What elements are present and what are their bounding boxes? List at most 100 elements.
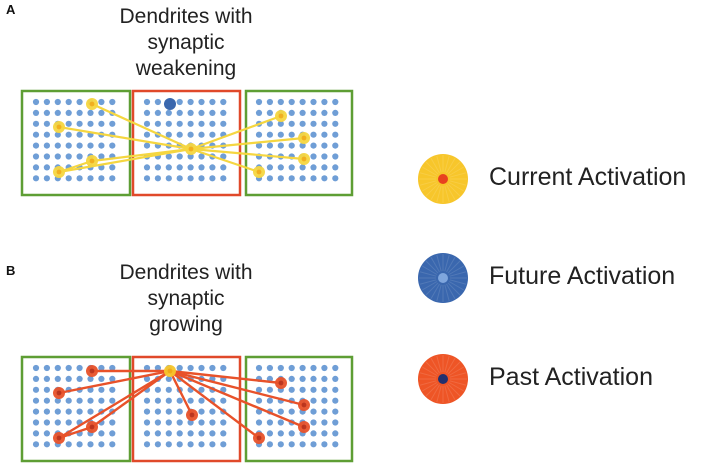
neuron-dot [54,109,61,116]
neuron-dot [288,98,295,106]
current-activation-neuron-core [56,169,62,175]
neuron-dot [109,397,116,404]
current-activation-icon-ray [449,180,467,186]
past-activation-icon-ray [449,380,467,386]
neuron-dot [54,408,61,415]
neuron-dot [332,153,339,160]
future-activation-icon-ray [430,283,440,300]
current-activation-neuron-core [89,101,95,107]
neuron-dot [154,109,161,116]
neuron-dot [209,120,216,127]
neuron-dot [310,386,317,393]
neuron-dot [332,120,339,127]
panel-b-caption-line-2: synaptic [147,287,225,310]
current-activation-icon-ray [436,155,442,173]
neuron-dot [220,98,227,106]
neuron-dot [43,175,51,182]
neuron-dot [109,441,116,448]
neuron-dot [176,441,183,448]
neuron-dot [43,430,51,437]
panel-a-caption-line-3: weakening [135,57,237,80]
neuron-dot [143,175,151,182]
past-activation-icon-ray [444,385,450,403]
neuron-dot [288,375,295,382]
current-activation-icon-ray [449,172,467,178]
current-activation-icon-ray [448,182,465,192]
past-activation-icon-ray [449,372,467,378]
past-activation-icon-ray [421,382,438,392]
neuron-dot [54,419,61,426]
neuron-dot [154,98,161,106]
neuron-dot [43,375,51,382]
neuron-dot [187,98,194,106]
neuron-dot [220,430,227,437]
neuron-dot [165,441,172,448]
neuron-dot [154,364,161,372]
neuron-dot [266,175,273,182]
neuron-dot [321,386,328,393]
past-activation-neuron-core [89,424,95,430]
panel-a-left-column-frame [20,89,132,197]
neuron-dot [332,364,339,372]
neuron-dot [32,397,40,404]
neuron-dot [32,120,40,127]
neuron-dot [209,441,216,448]
future-activation-icon-ray [447,260,461,274]
neuron-dot [299,120,306,127]
neuron-dot [255,142,263,149]
neuron-dot [321,131,328,138]
neuron-dot [43,419,51,426]
neuron-dot [321,375,328,382]
current-activation-icon-ray [444,155,450,173]
neuron-dot [288,175,295,182]
neuron-dot [65,120,72,127]
neuron-dot [288,386,295,393]
neuron-dot [332,375,339,382]
neuron-dot [209,364,216,372]
past-activation-neuron-core [56,390,62,396]
neuron-dot [310,98,317,106]
neuron-dot [220,120,227,127]
current-activation-icon-ray [421,166,438,176]
neuron-dot [266,109,273,116]
weakening-dendrite-line [190,147,260,174]
neuron-dot [310,175,317,182]
growing-dendrite-line [169,369,282,385]
future-activation-icon-ray [436,284,442,302]
neuron-dot [165,397,172,404]
neuron-dot [332,397,339,404]
neuron-dot [143,109,151,116]
neuron-dot [321,397,328,404]
neuron-dot [321,364,328,372]
past-activation-neuron-core [89,368,95,374]
neuron-dot [176,109,183,116]
neuron-dot [321,142,328,149]
neuron-dot [32,153,40,160]
neuron-dot [299,164,306,171]
neuron-dot [310,109,317,116]
current-activation-icon-ray [447,161,461,175]
current-activation-icon-ray [436,185,442,203]
current-activation-icon-ray [430,184,440,201]
neuron-dot [288,441,295,448]
neuron-dot [220,164,227,171]
neuron-dot [220,109,227,116]
neuron-dot [198,131,205,138]
neuron-dot [198,441,205,448]
neuron-dot [176,164,183,171]
neuron-dot [32,430,40,437]
neuron-dot [288,164,295,171]
neuron-dot [209,419,216,426]
neuron-dot [266,142,273,149]
neuron-dot [176,131,183,138]
neuron-dot [310,131,317,138]
panel-b-caption-line-3: growing [149,313,223,336]
neuron-dot [198,430,205,437]
neuron-dot [310,120,317,127]
current-activation-neuron-core [301,156,307,162]
legend-label-past: Past Activation [489,363,653,391]
neuron-dot [288,364,295,372]
neuron-dot [209,430,216,437]
neuron-dot [310,419,317,426]
neuron-dot [165,408,172,415]
